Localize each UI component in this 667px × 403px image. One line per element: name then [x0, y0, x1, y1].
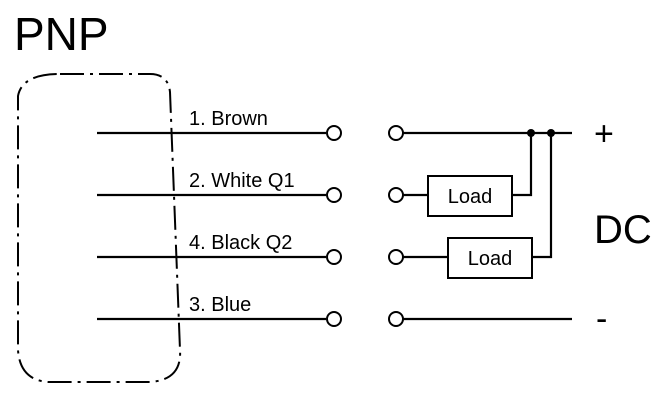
supply-negative-label: - — [596, 300, 607, 338]
junction-dot-q2 — [547, 129, 555, 137]
load-box-q1 — [427, 175, 513, 217]
wire-label-blue: 3. Blue — [189, 294, 251, 316]
terminal-black-sensor — [326, 249, 342, 265]
terminal-white-sensor — [326, 187, 342, 203]
supply-dc-label: DC — [594, 208, 652, 252]
supply-positive-label: + — [594, 115, 614, 153]
wire-label-black-q2: 4. Black Q2 — [189, 232, 292, 254]
junction-dot-q1 — [527, 129, 535, 137]
wire-white-q1: 2. White Q1 Load — [97, 133, 533, 217]
sensor-body-outline — [17, 73, 182, 383]
wire-label-white-q1: 2. White Q1 — [189, 170, 295, 192]
wire-label-brown: 1. Brown — [189, 108, 268, 130]
load-label-q2: Load — [468, 248, 513, 270]
terminal-blue-sensor — [326, 311, 342, 327]
terminal-brown-supply — [388, 125, 404, 141]
terminal-blue-supply — [388, 311, 404, 327]
terminal-white-supply — [388, 187, 404, 203]
wire-blue: 3. Blue — [97, 294, 572, 327]
wire-brown: 1. Brown — [97, 108, 572, 141]
diagram-title: PNP — [14, 8, 109, 60]
load-label-q1: Load — [448, 186, 493, 208]
terminal-brown-sensor — [326, 125, 342, 141]
wire-black-q2: 4. Black Q2 Load — [97, 133, 553, 279]
terminal-black-supply — [388, 249, 404, 265]
